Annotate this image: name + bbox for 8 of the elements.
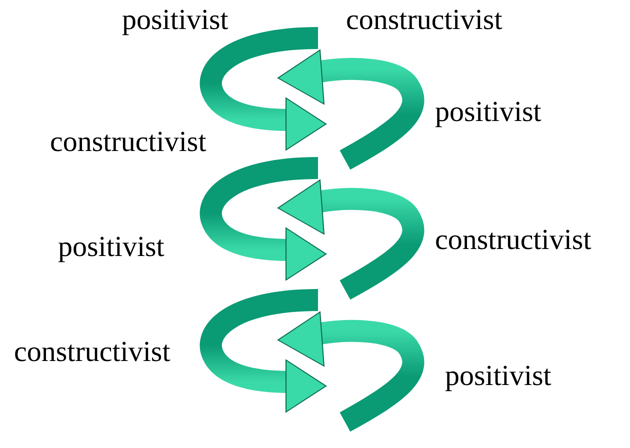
- term-label: constructivist: [346, 6, 502, 35]
- term-label: positivist: [58, 233, 164, 262]
- term-label: constructivist: [50, 128, 206, 157]
- term-label: constructivist: [14, 338, 170, 367]
- term-label: constructivist: [435, 226, 592, 255]
- term-label: positivist: [435, 98, 542, 127]
- term-label: positivist: [445, 362, 552, 391]
- term-label: positivist: [122, 6, 228, 35]
